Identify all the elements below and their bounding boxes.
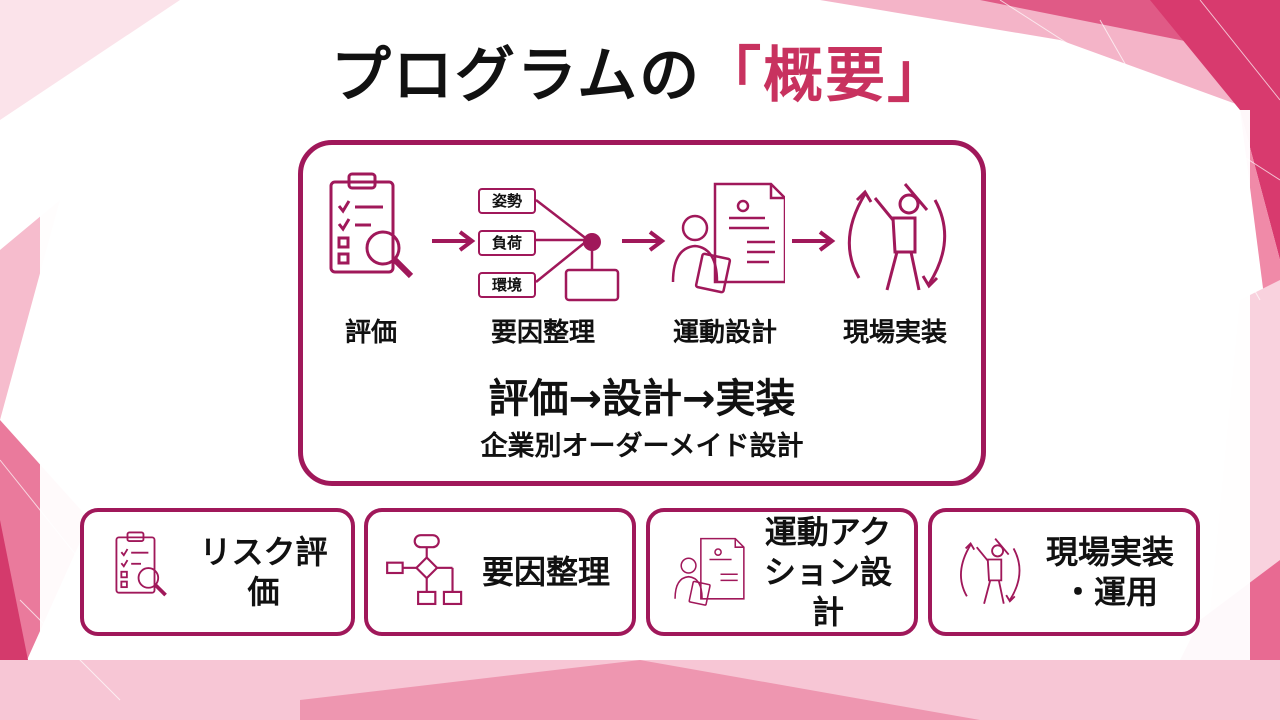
summary-headline: 評価→設計→実装 bbox=[488, 376, 796, 422]
flowchart-icon bbox=[386, 534, 463, 606]
designer-document-icon bbox=[674, 537, 745, 606]
factor-tag: 環境 bbox=[478, 272, 536, 298]
card-label: リスク評価 bbox=[199, 533, 328, 611]
card-label-line1: 現場実装 bbox=[1045, 533, 1174, 571]
designer-document-icon bbox=[671, 182, 785, 294]
flow-step-label: 運動設計 bbox=[672, 318, 777, 348]
factor-tag: 姿勢 bbox=[478, 188, 536, 214]
card-factor-organization: 要因整理 bbox=[364, 508, 636, 636]
card-label: 運動アクション設計 bbox=[750, 512, 906, 632]
worker-stretch-cycle-icon bbox=[960, 538, 1021, 604]
flow-step-factors: 姿勢 負荷 環境 要因整理 bbox=[470, 170, 640, 360]
flow-arrow-icon bbox=[432, 230, 476, 252]
card-label-line2: ション設計 bbox=[763, 553, 892, 631]
clipboard-magnifier-icon bbox=[329, 172, 414, 279]
page-title: プログラムの「概要」 bbox=[0, 38, 1280, 114]
factor-network-icon bbox=[535, 199, 620, 302]
flow-step-label: 評価 bbox=[344, 318, 397, 348]
title-main: プログラムの bbox=[330, 41, 702, 111]
card-exercise-design: 運動アクション設計 bbox=[646, 508, 918, 636]
summary-subline: 企業別オーダーメイド設計 bbox=[480, 431, 804, 462]
card-label-line2: ・運用 bbox=[1061, 573, 1158, 611]
flow-arrow-icon bbox=[622, 230, 666, 252]
title-accent: 「概要」 bbox=[701, 41, 950, 111]
flow-step-evaluation: 評価 bbox=[296, 170, 446, 360]
factor-tag: 負荷 bbox=[478, 230, 536, 256]
card-site-implementation: 現場実装・運用 bbox=[928, 508, 1200, 636]
flow-step-label: 要因整理 bbox=[490, 318, 595, 348]
card-label: 現場実装・運用 bbox=[1032, 512, 1188, 632]
card-label-line1: 運動アク bbox=[764, 513, 892, 551]
flow-step-design: 運動設計 bbox=[650, 170, 800, 360]
flow-panel bbox=[298, 140, 986, 486]
flow-arrow-icon bbox=[792, 230, 836, 252]
clipboard-magnifier-icon bbox=[115, 531, 167, 597]
card-risk-evaluation: リスク評価 bbox=[80, 508, 355, 636]
worker-stretch-cycle-icon bbox=[847, 183, 947, 291]
flow-step-label: 現場実装 bbox=[842, 318, 947, 348]
flow-step-implementation: 現場実装 bbox=[820, 170, 970, 360]
card-label: 要因整理 bbox=[481, 553, 610, 591]
